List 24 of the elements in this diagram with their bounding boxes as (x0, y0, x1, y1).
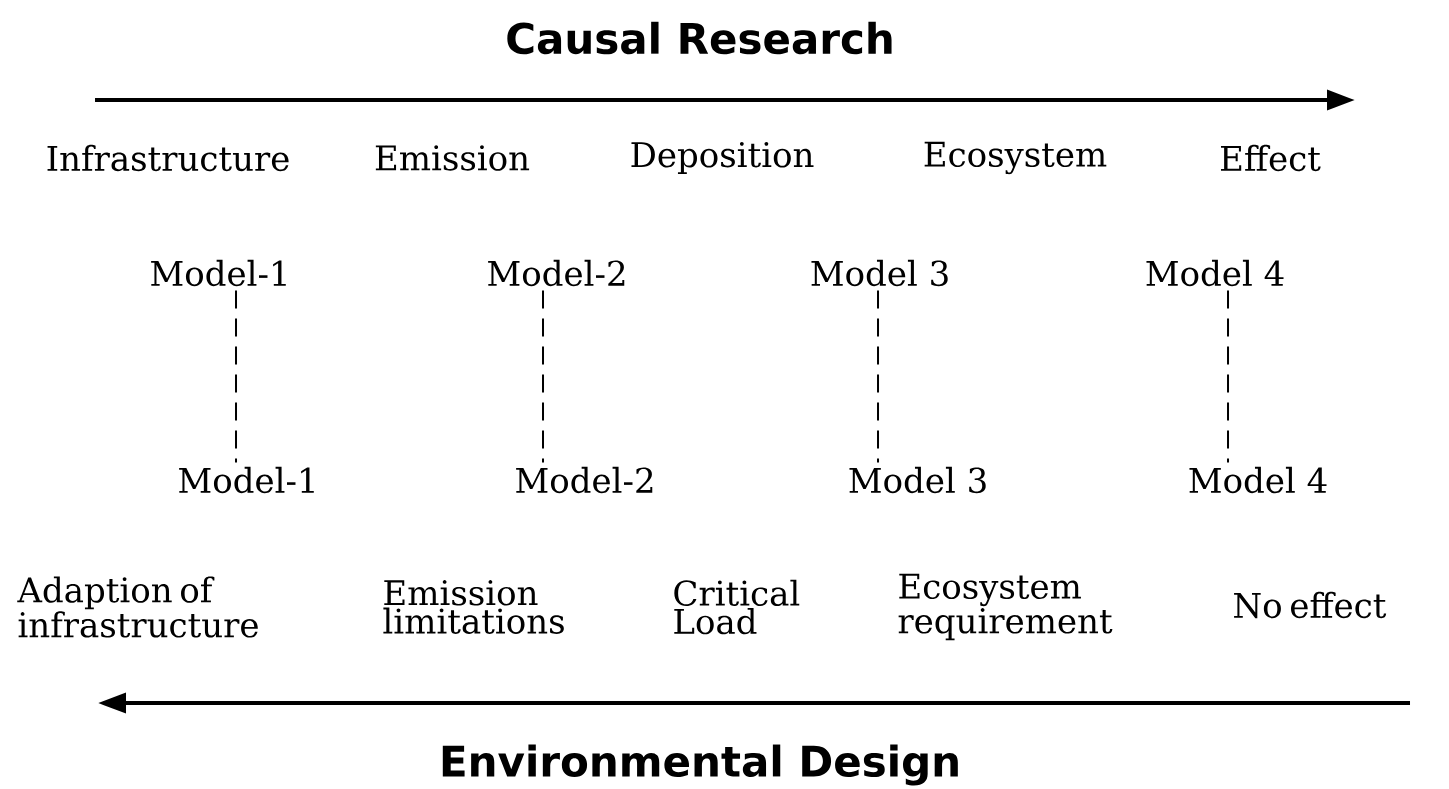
connector-line (1227, 289, 1229, 464)
stage-label: Infrastructure (47, 144, 289, 172)
connector-line (542, 289, 544, 464)
stage-label: Critical Load (674, 579, 800, 635)
stage-label: Effect (1221, 144, 1321, 172)
stage-label: Emission (375, 145, 530, 171)
model-label: Model-1 (179, 466, 314, 494)
model-label: Model 3 (811, 259, 948, 287)
connector-line (877, 289, 879, 464)
stage-label: Emission limitations (383, 580, 564, 634)
stage-label: Ecosystem requirement (898, 573, 1113, 641)
stage-label: Ecosystem (924, 141, 1107, 175)
model-label: Model 4 (1189, 466, 1327, 494)
stage-label: No effect (1234, 591, 1387, 619)
model-label: Model-2 (516, 466, 653, 494)
model-label: Model 4 (1146, 259, 1284, 287)
stage-label: Deposition (631, 141, 814, 175)
stage-label: Adaption of infrastructure (17, 576, 258, 638)
caption: Environmental Design (442, 744, 958, 786)
model-label: Model 3 (849, 466, 986, 494)
model-label: Model-2 (488, 259, 625, 287)
connector-line (235, 289, 237, 464)
title: Causal Research (507, 21, 892, 55)
model-label: Model-1 (151, 259, 286, 287)
